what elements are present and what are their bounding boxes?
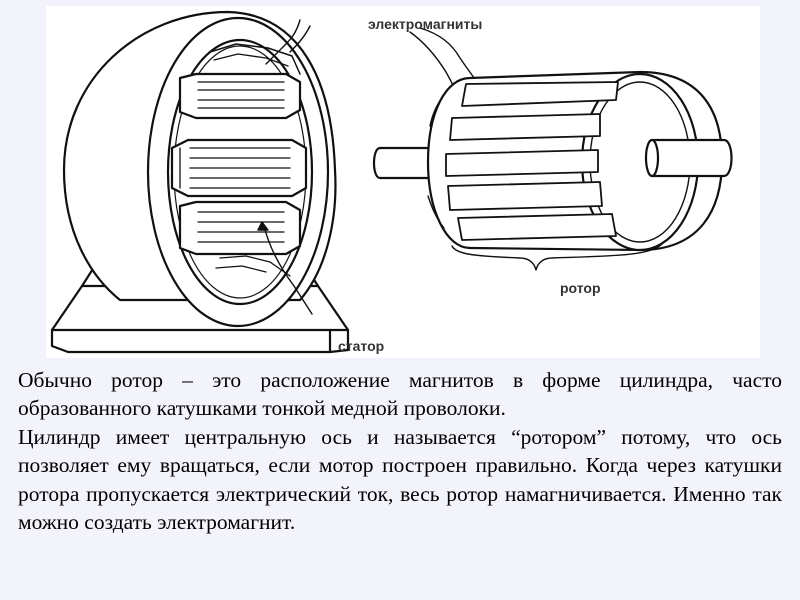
caption-paragraph-2: Цилиндр имеет центральную ось и называет…	[18, 424, 782, 535]
caption-paragraph-1: Обычно ротор – это расположение магнитов…	[18, 368, 782, 421]
rotor-label: ротор	[560, 280, 601, 296]
rotor-shaft-right	[644, 138, 733, 178]
stator-coil-middle	[170, 138, 308, 198]
stator-leader	[257, 221, 313, 315]
caption-text: Обычно ротор – это расположение магнитов…	[18, 366, 782, 536]
rotor-slots	[427, 81, 619, 241]
motor-illustration	[50, 10, 733, 354]
rotor-bracket	[451, 243, 663, 271]
stator-label: статор	[338, 338, 385, 354]
electromagnets-label: электромагниты	[368, 16, 483, 32]
stator-coil-top	[178, 43, 302, 120]
stator-coil-bottom	[178, 200, 302, 277]
motor-diagram: электромагниты ротор статор	[46, 6, 760, 358]
